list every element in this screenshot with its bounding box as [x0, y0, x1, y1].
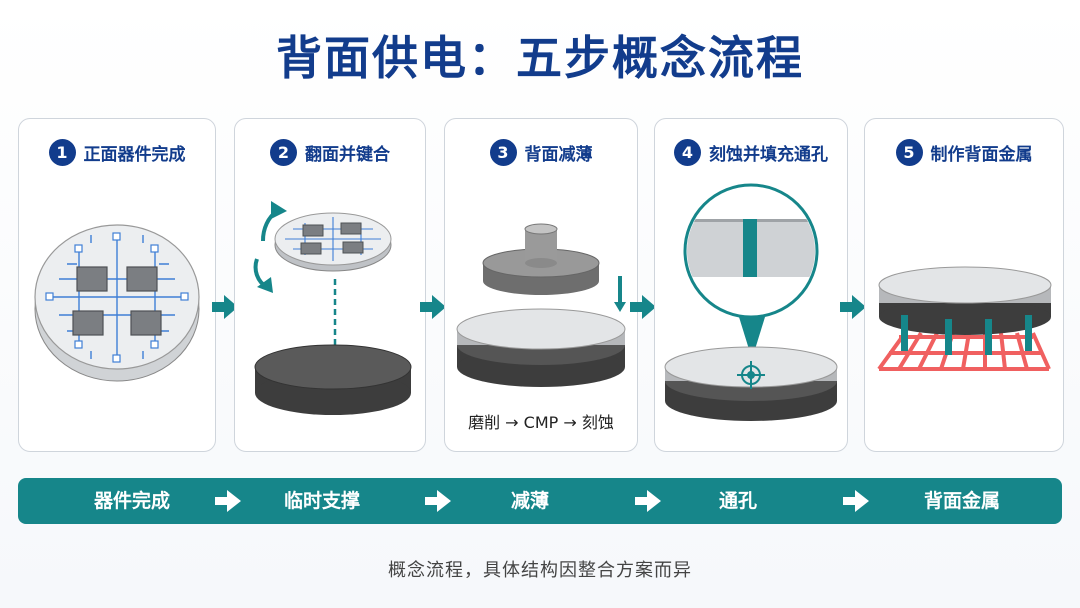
step-card-4: 4 刻蚀并填充通孔 [654, 118, 848, 452]
footer-note: 概念流程，具体结构因整合方案而异 [388, 560, 692, 581]
step-card-3: 3 背面减薄 磨削 → CMP → 刻蚀 [444, 118, 638, 452]
step-card-2: 2 翻面并键合 [234, 118, 426, 452]
step-title-2: 翻面并键合 [305, 145, 390, 165]
flow-item-1: 器件完成 [93, 490, 170, 512]
step-header-5: 5 制作背面金属 [865, 139, 1063, 166]
down-arrow-icon [614, 276, 626, 312]
step-header-2: 2 翻面并键合 [235, 139, 425, 166]
flow-item-3: 减薄 [510, 490, 549, 512]
wafer-front-devices-illustration [34, 224, 200, 382]
step-number-3: 3 [489, 139, 517, 166]
step-title-1: 正面器件完成 [83, 145, 186, 165]
step-card-1: 1 正面器件完成 [18, 118, 216, 452]
process-flow-bar: 器件完成 临时支撑 减薄 通孔 背面金属 [18, 478, 1062, 524]
step-title-5: 制作背面金属 [930, 145, 1033, 165]
step-number-1: 1 [48, 139, 76, 166]
step-title-4: 刻蚀并填充通孔 [709, 145, 828, 165]
thinning-process-note: 磨削 → CMP → 刻蚀 [468, 413, 614, 432]
right-arrow-icon [635, 490, 661, 512]
right-arrow-icon [215, 490, 241, 512]
backside-metal-illustration [877, 266, 1052, 371]
step-header-1: 1 正面器件完成 [19, 139, 215, 166]
step-card-5: 5 制作背面金属 [864, 118, 1064, 452]
rotate-arrow-icon [253, 201, 287, 293]
via-etch-fill-illustration [664, 183, 838, 421]
target-icon [737, 361, 765, 389]
right-arrow-icon [843, 490, 869, 512]
step-number-5: 5 [895, 139, 923, 166]
right-arrow-icon [420, 295, 446, 319]
page-title: 背面供电：五步概念流程 [276, 31, 804, 85]
step-title-3: 背面减薄 [524, 145, 593, 165]
right-arrow-icon [840, 295, 866, 319]
flow-item-4: 通孔 [718, 490, 757, 512]
step-header-4: 4 刻蚀并填充通孔 [655, 139, 847, 166]
flow-item-5: 背面金属 [923, 490, 1000, 512]
flip-and-bond-illustration [253, 201, 412, 415]
step-number-2: 2 [270, 139, 297, 166]
right-arrow-icon [630, 295, 656, 319]
flow-item-2: 临时支撑 [283, 490, 360, 512]
backside-thinning-illustration [456, 223, 626, 387]
step-number-4: 4 [674, 139, 701, 166]
right-arrow-icon [425, 490, 451, 512]
step-header-3: 3 背面减薄 [445, 139, 637, 166]
right-arrow-icon [212, 295, 238, 319]
